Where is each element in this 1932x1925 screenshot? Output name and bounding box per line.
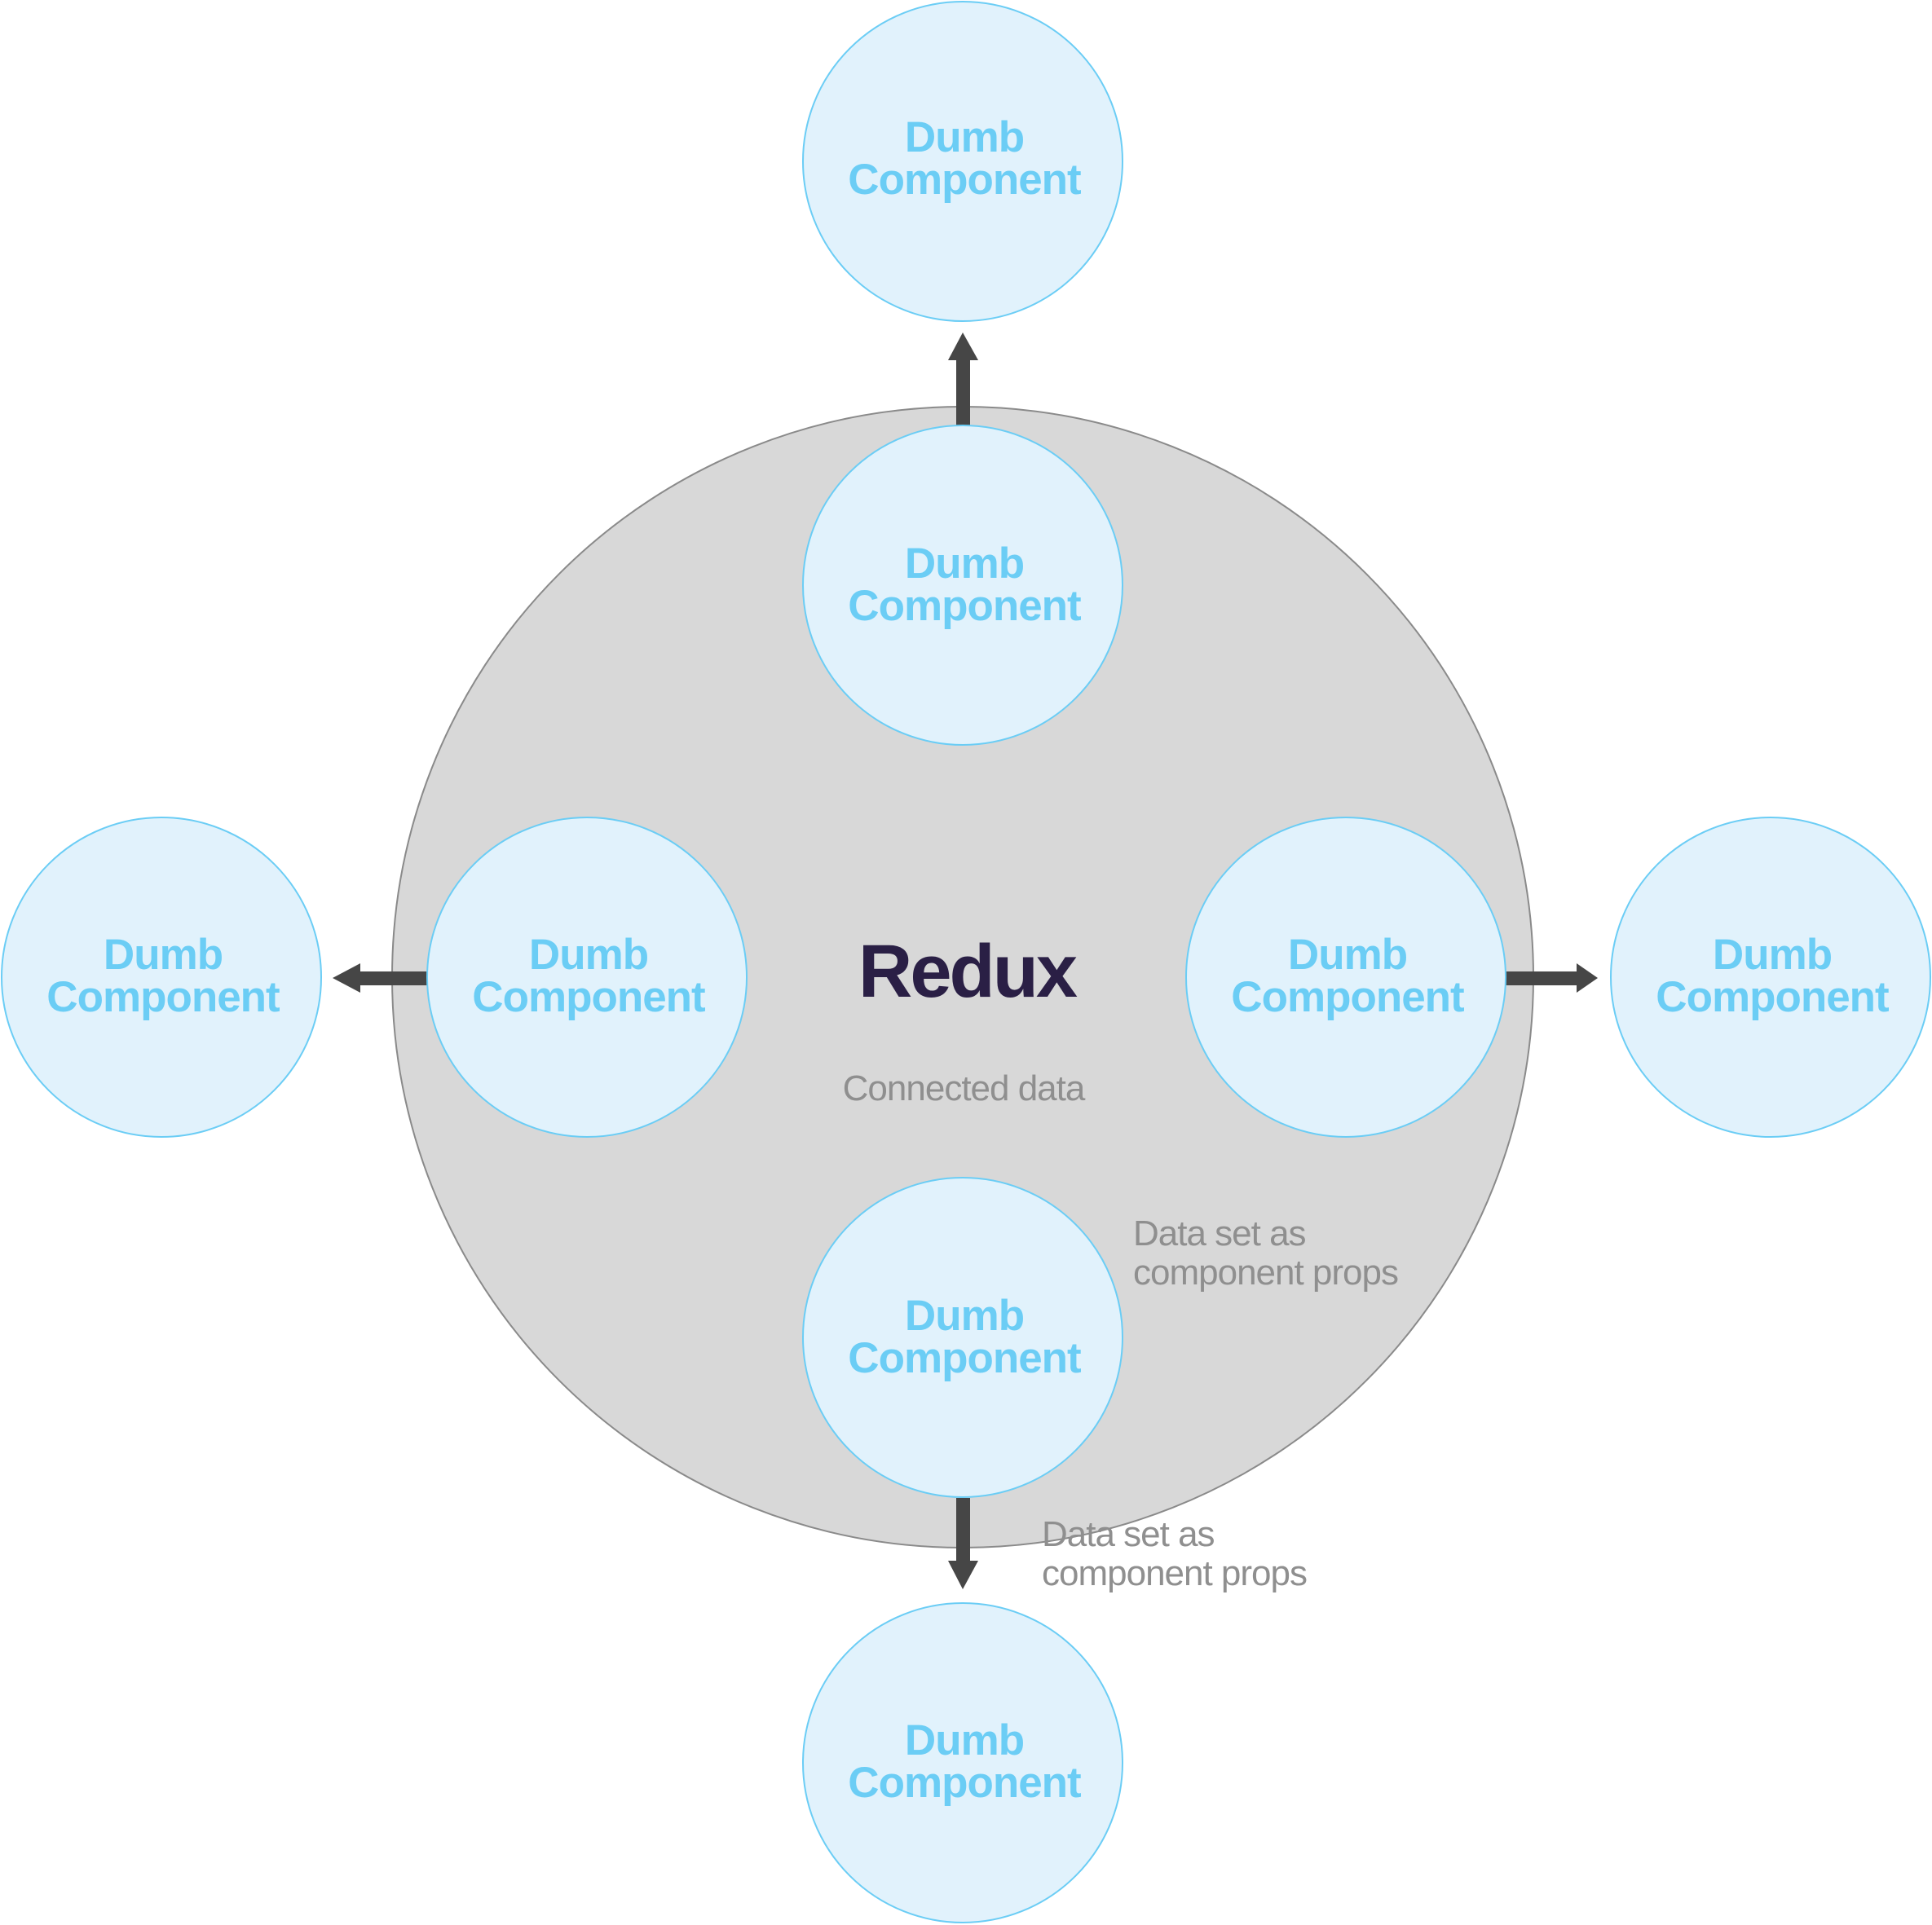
component-outer-top: Dumb Component — [802, 1, 1123, 322]
component-label-line1: Dumb — [905, 1716, 1024, 1764]
props-note-outer: Data set as component props — [1042, 1514, 1308, 1593]
component-label-line2: Component — [1656, 973, 1889, 1021]
arrow-right — [1505, 963, 1598, 993]
component-inner-top: Dumb Component — [802, 425, 1123, 746]
props-note-inner: Data set as component props — [1133, 1214, 1399, 1293]
component-label-line2: Component — [1231, 973, 1464, 1021]
connected-data-label: Connected data — [843, 1068, 1086, 1108]
component-outer-bottom: Dumb Component — [802, 1602, 1123, 1923]
component-label-line2: Component — [848, 156, 1081, 204]
component-label-line2: Component — [46, 973, 280, 1021]
component-label-line1: Dumb — [1288, 931, 1407, 979]
component-label-line1: Dumb — [905, 540, 1024, 588]
component-label-line2: Component — [848, 582, 1081, 630]
props-note-outer-line2: component props — [1042, 1553, 1307, 1593]
component-inner-left: Dumb Component — [426, 817, 748, 1138]
redux-title: Redux — [858, 930, 1078, 1013]
arrow-up — [948, 333, 978, 427]
props-note-inner-line2: component props — [1133, 1253, 1398, 1293]
arrow-down — [948, 1498, 978, 1589]
component-label-line2: Component — [848, 1759, 1081, 1807]
component-label-line1: Dumb — [905, 1292, 1024, 1340]
component-label-line1: Dumb — [1713, 931, 1832, 979]
component-label-line1: Dumb — [905, 113, 1024, 161]
props-note-inner-line1: Data set as — [1133, 1214, 1306, 1253]
component-label-line2: Component — [472, 973, 705, 1021]
props-note-outer-line1: Data set as — [1042, 1514, 1215, 1554]
component-outer-right: Dumb Component — [1610, 817, 1931, 1138]
arrow-left — [333, 963, 428, 993]
component-outer-left: Dumb Component — [1, 817, 322, 1138]
component-label-line2: Component — [848, 1334, 1081, 1382]
component-inner-right: Dumb Component — [1185, 817, 1506, 1138]
component-label-line1: Dumb — [104, 931, 223, 979]
component-inner-bottom: Dumb Component — [802, 1177, 1123, 1498]
component-label-line1: Dumb — [529, 931, 648, 979]
